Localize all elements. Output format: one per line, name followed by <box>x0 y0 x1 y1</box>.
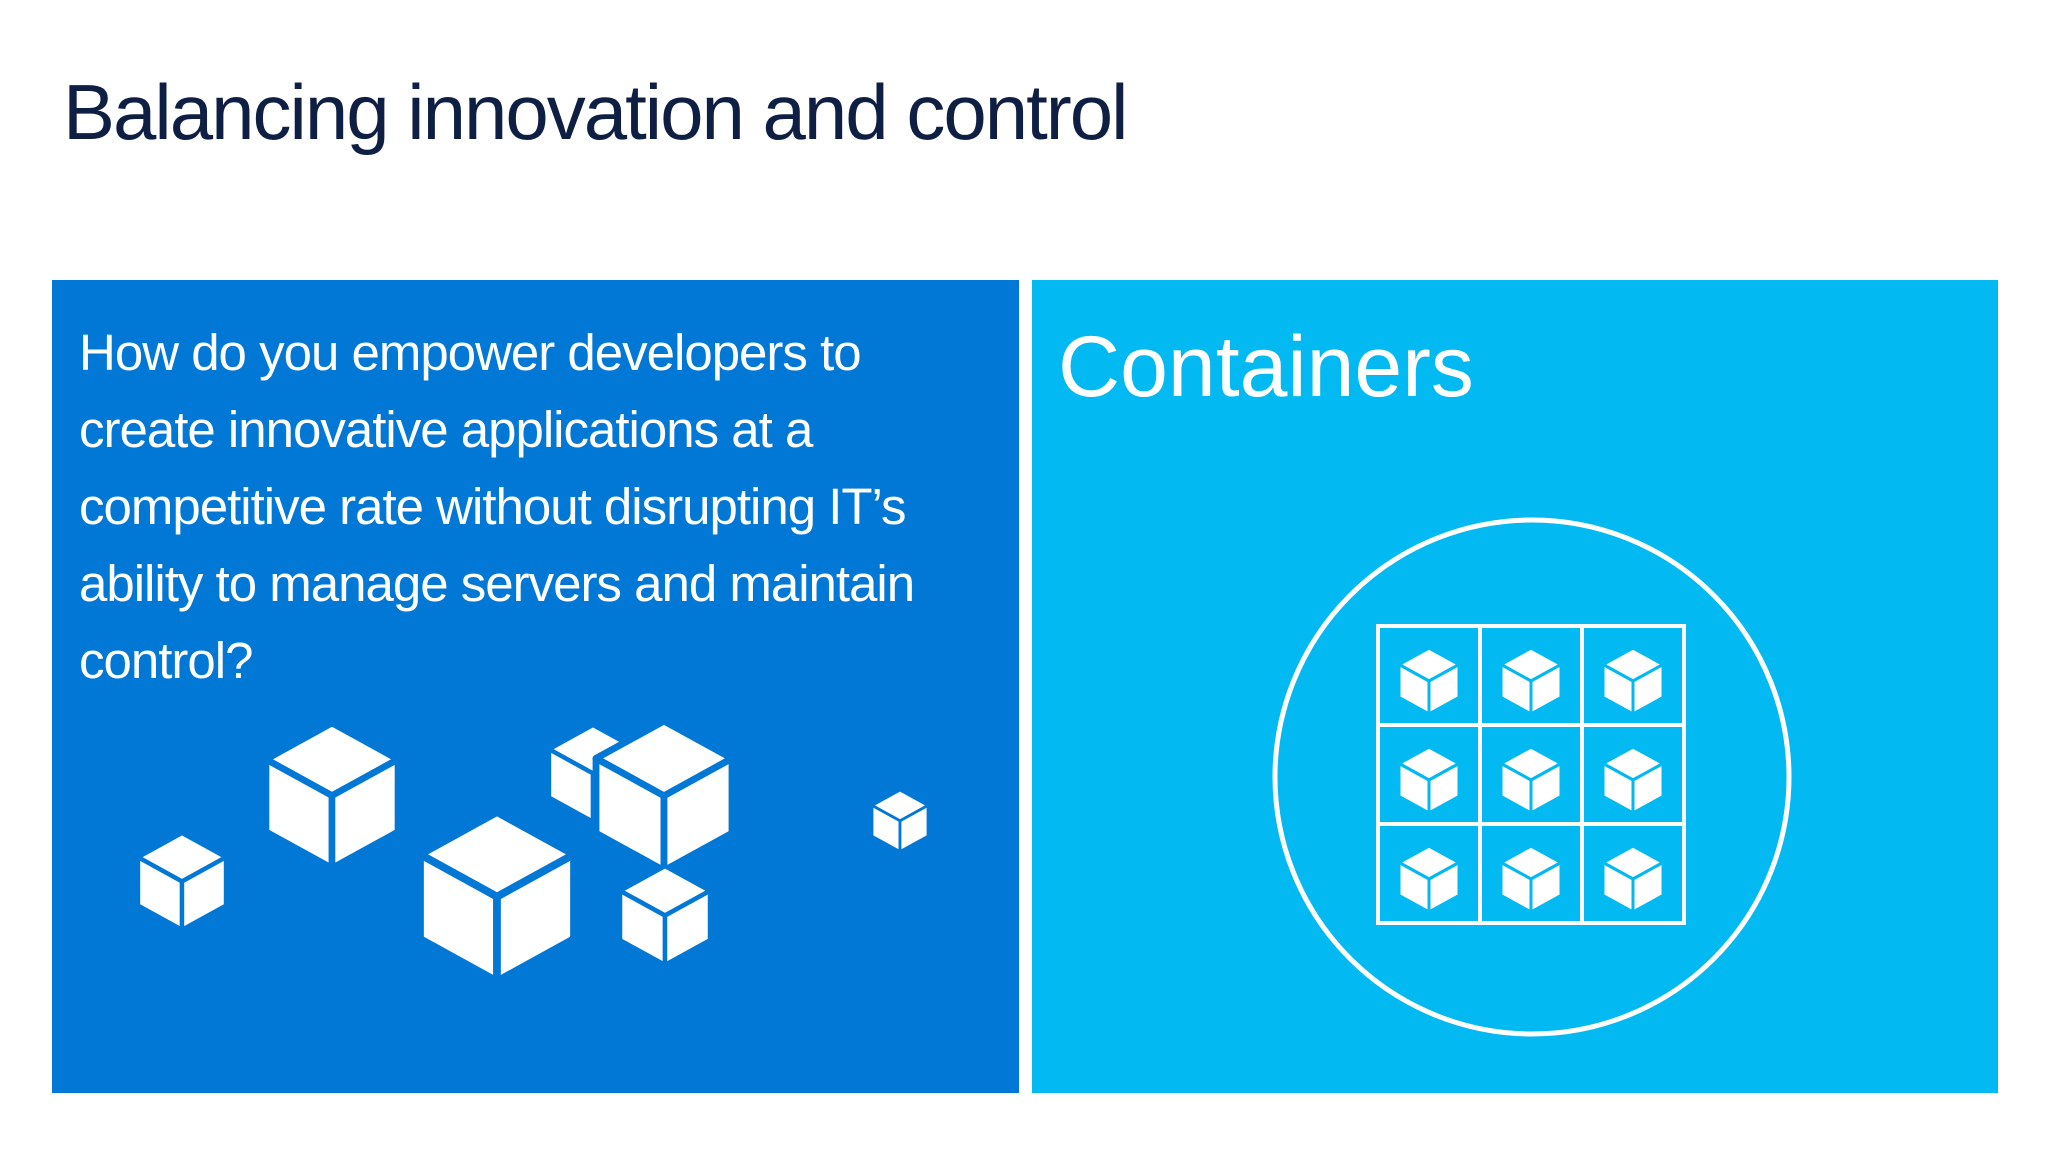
cube-icon <box>1601 745 1665 815</box>
container-illustration <box>1272 517 1792 1037</box>
cube-icon <box>135 830 229 932</box>
solution-title: Containers <box>1058 319 1474 415</box>
container-grid <box>1376 624 1686 925</box>
solution-panel: Containers <box>1032 280 1998 1093</box>
cube-icon <box>262 719 402 872</box>
grid-cell <box>1580 822 1686 925</box>
cube-icon <box>592 717 736 874</box>
cube-icon <box>1397 745 1461 815</box>
cube-icon <box>1601 844 1665 914</box>
challenge-question: How do you empower developers to create … <box>79 324 915 689</box>
cube-icon <box>1499 745 1563 815</box>
cube-icon <box>1499 646 1563 716</box>
cube-icon <box>1499 844 1563 914</box>
scattered-cubes-illustration <box>135 717 930 986</box>
cube-icon <box>1601 646 1665 716</box>
challenge-panel: How do you empower developers to create … <box>52 280 1019 1093</box>
cube-icon <box>617 863 713 968</box>
cube-icon <box>870 788 930 853</box>
cube-icon <box>1397 646 1461 716</box>
cube-icon <box>1397 844 1461 914</box>
cube-icon <box>416 808 578 986</box>
container-circle <box>1272 517 1792 1037</box>
slide-title: Balancing innovation and control <box>63 68 1128 156</box>
